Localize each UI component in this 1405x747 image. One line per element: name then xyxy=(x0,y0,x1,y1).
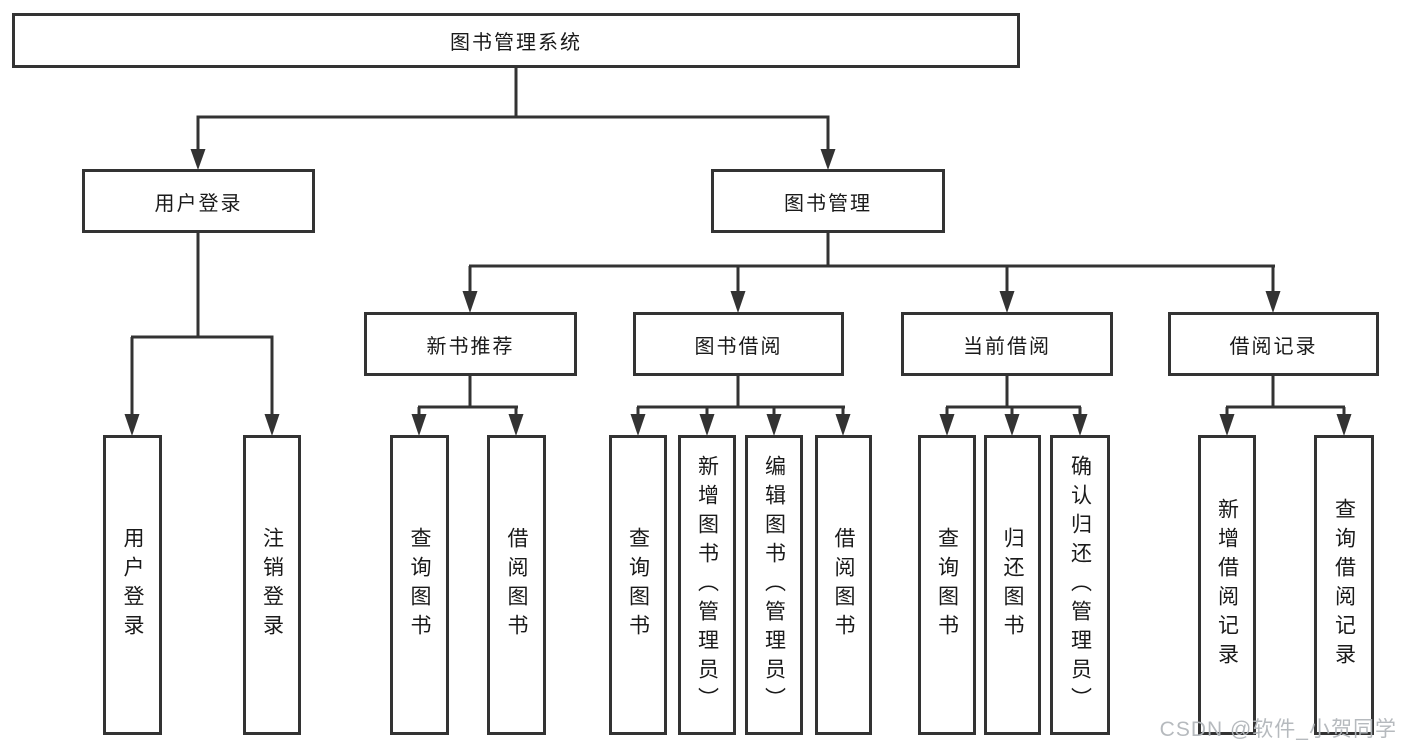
leaf-newbook-query-books-label: 查询图书 xyxy=(408,527,431,643)
leaf-borrow-query-books-label: 查询图书 xyxy=(626,527,650,643)
node-book-borrow-label: 图书借阅 xyxy=(694,335,783,358)
leaf-records-add-record-label: 新增借阅记录 xyxy=(1215,498,1239,672)
leaf-current-query-books-label: 查询图书 xyxy=(935,527,959,643)
csdn-watermark: CSDN @软件_小贺同学 xyxy=(1159,718,1397,741)
leaf-borrow-add-books-admin-label: 新增图书（管理员） xyxy=(695,454,719,716)
node-current-borrow-label: 当前借阅 xyxy=(963,335,1051,358)
leaf-newbook-borrow-books-label: 借阅图书 xyxy=(505,527,528,643)
node-root-system: 图书管理系统 xyxy=(12,13,1020,68)
leaf-current-confirm-return-admin: 确认归还（管理员） xyxy=(1050,435,1110,735)
leaf-logout-label: 注销登录 xyxy=(260,527,284,643)
node-new-book-recommend: 新书推荐 xyxy=(364,312,577,376)
leaf-current-return-books-label: 归还图书 xyxy=(1001,527,1024,643)
node-book-management: 图书管理 xyxy=(711,169,945,233)
node-current-borrow: 当前借阅 xyxy=(901,312,1113,376)
node-borrow-records: 借阅记录 xyxy=(1168,312,1379,376)
leaf-user-login-label: 用户登录 xyxy=(121,527,144,643)
node-book-management-label: 图书管理 xyxy=(784,192,872,215)
node-user-login: 用户登录 xyxy=(82,169,315,233)
leaf-newbook-query-books: 查询图书 xyxy=(390,435,449,735)
leaf-records-add-record: 新增借阅记录 xyxy=(1198,435,1256,735)
leaf-borrow-borrow-books-label: 借阅图书 xyxy=(832,527,855,643)
leaf-user-login: 用户登录 xyxy=(103,435,162,735)
leaf-borrow-edit-books-admin-label: 编辑图书（管理员） xyxy=(762,454,786,716)
leaf-current-return-books: 归还图书 xyxy=(984,435,1041,735)
node-new-book-recommend-label: 新书推荐 xyxy=(426,335,515,358)
leaf-borrow-add-books-admin: 新增图书（管理员） xyxy=(678,435,736,735)
node-borrow-records-label: 借阅记录 xyxy=(1229,335,1318,358)
leaf-newbook-borrow-books: 借阅图书 xyxy=(487,435,546,735)
leaf-records-query-record-label: 查询借阅记录 xyxy=(1332,498,1356,672)
node-root-label: 图书管理系统 xyxy=(450,32,582,54)
node-user-login-label: 用户登录 xyxy=(154,192,243,215)
leaf-borrow-query-books: 查询图书 xyxy=(609,435,667,735)
node-book-borrow: 图书借阅 xyxy=(633,312,844,376)
leaf-current-query-books: 查询图书 xyxy=(918,435,976,735)
leaf-records-query-record: 查询借阅记录 xyxy=(1314,435,1374,735)
leaf-borrow-edit-books-admin: 编辑图书（管理员） xyxy=(745,435,803,735)
leaf-logout: 注销登录 xyxy=(243,435,301,735)
leaf-current-confirm-return-admin-label: 确认归还（管理员） xyxy=(1068,454,1092,716)
leaf-borrow-borrow-books: 借阅图书 xyxy=(815,435,872,735)
